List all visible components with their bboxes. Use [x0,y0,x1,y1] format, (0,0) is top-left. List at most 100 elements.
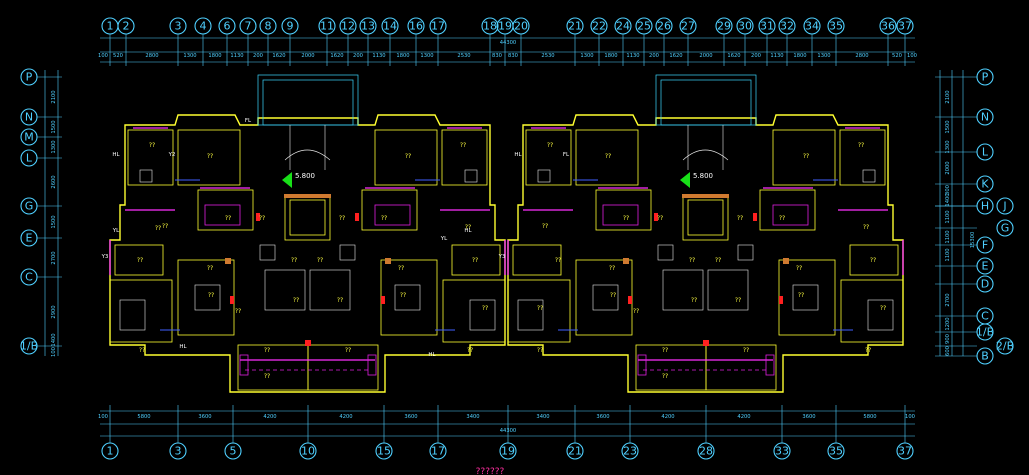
top-axis-24-label: 24 [616,20,630,33]
top-dim-3: 1300 [183,53,196,59]
top-axis-8: 8 [259,17,277,35]
room-label: ?? [865,347,871,354]
left-axis-P-label: P [26,71,33,84]
bottom-axis-1-label: 1 [107,445,114,458]
bottom-axis-37: 37 [896,442,914,460]
room-label: ?? [137,257,143,264]
top-total-dimension: 44300 [500,40,517,46]
top-dim-27: 1800 [793,53,806,59]
bottom-total-dimension: 44300 [500,428,517,434]
right-axis-K: K [976,175,994,193]
top-axis-12-label: 12 [341,20,355,33]
right-axis-J-label: J [1002,200,1006,213]
bottom-axis-19: 19 [499,442,517,460]
bottom-axis-19-label: 19 [501,445,515,458]
top-dim-13: 1300 [420,53,433,59]
room-label: ?? [208,292,214,299]
top-axis-24: 24 [614,17,632,35]
right-axis-L: L [976,143,994,161]
room-label: ?? [633,308,639,315]
right-axis-C: C [976,307,994,325]
bottom-axis-17-label: 17 [431,445,445,458]
fixture-tag: YL [112,228,120,234]
top-dim-12: 1800 [396,53,409,59]
right-axis-G-label: G [1001,222,1010,235]
fixture-tag: FL [245,118,252,124]
bottom-axis-33-label: 33 [775,445,789,458]
room-label: ?? [555,257,561,264]
right-axis-D: D [976,275,994,293]
right-axis-P-label: P [982,71,989,84]
right-axis-K-label: K [981,178,989,191]
top-dim-6: 200 [253,53,263,59]
top-axis-14-label: 14 [383,20,397,33]
top-dim-20: 1130 [626,53,639,59]
room-label: ?? [662,347,668,354]
left-axis-L-label: L [26,152,33,165]
top-dim-14: 2530 [457,53,470,59]
bottom-dim-7: 3400 [536,414,549,420]
fixture-tag: HL [464,228,472,234]
room-label: ?? [293,297,299,304]
top-axis-4: 4 [194,17,212,35]
left-axis-G-label: G [25,200,34,213]
top-axis-37-label: 37 [898,20,912,33]
top-axis-29: 29 [715,17,733,35]
left-dim-1: 1500 [51,120,57,133]
right-dimension-values: 2100150013002000300140011001100110027001… [945,90,951,356]
left-dim-4: 1500 [51,215,57,228]
top-dim-23: 2000 [699,53,712,59]
bottom-axis-15: 15 [375,442,393,460]
top-dim-21: 200 [649,53,659,59]
bottom-dim-3: 4200 [263,414,276,420]
room-label: ?? [537,347,543,354]
bottom-dim-11: 3600 [802,414,815,420]
top-dim-31: 100 [907,53,917,59]
top-axis-2: 2 [117,17,135,35]
bottom-axis-23-label: 23 [623,445,637,458]
top-axis-6-label: 6 [224,20,231,33]
fixture-tag: FL [563,152,570,158]
right-axis-1-B: 1/B [976,323,994,341]
left-axis-L: L [20,149,38,167]
left-dim-2: 1300 [51,140,57,153]
room-label: ?? [609,265,615,272]
top-axis-31-label: 31 [760,20,774,33]
right-dim-6: 1100 [945,210,951,223]
top-axis-25: 25 [635,17,653,35]
top-axis-37: 37 [896,17,914,35]
right-axis-G: G [996,219,1014,237]
left-dim-7: 1400 [51,333,57,346]
left-axis-N: N [20,108,38,126]
bottom-axis-21-label: 21 [568,445,582,458]
top-dim-18: 1300 [580,53,593,59]
room-label: ?? [798,292,804,299]
top-axis-1-label: 1 [107,20,114,33]
bottom-dim-2: 3600 [198,414,211,420]
right-dim-10: 1200 [945,317,951,330]
elevation-marker-right: 5.800 [680,172,713,188]
fixture-tag: HL [112,152,120,158]
top-dim-17: 2530 [541,53,554,59]
fixture-tag: Y3 [498,254,506,260]
top-axis-26: 26 [655,17,673,35]
room-label: ?? [381,215,387,222]
right-dim-7: 1100 [945,230,951,243]
fixture-tag: HL [514,152,522,158]
right-axis-F: F [976,236,994,254]
bottom-dim-0: 100 [98,414,108,420]
right-dim-9: 2700 [945,293,951,306]
top-axis-17: 17 [429,17,447,35]
room-label: ?? [610,292,616,299]
room-label: ?? [139,347,145,354]
top-axis-21: 21 [566,17,584,35]
top-axis-16-label: 16 [409,20,423,33]
room-label: ?? [317,257,323,264]
top-axis-17-label: 17 [431,20,445,33]
right-axis-H-label: H [981,200,989,213]
top-axis-13: 13 [359,17,377,35]
bottom-axis-23: 23 [621,442,639,460]
top-axis-21-label: 21 [568,20,582,33]
